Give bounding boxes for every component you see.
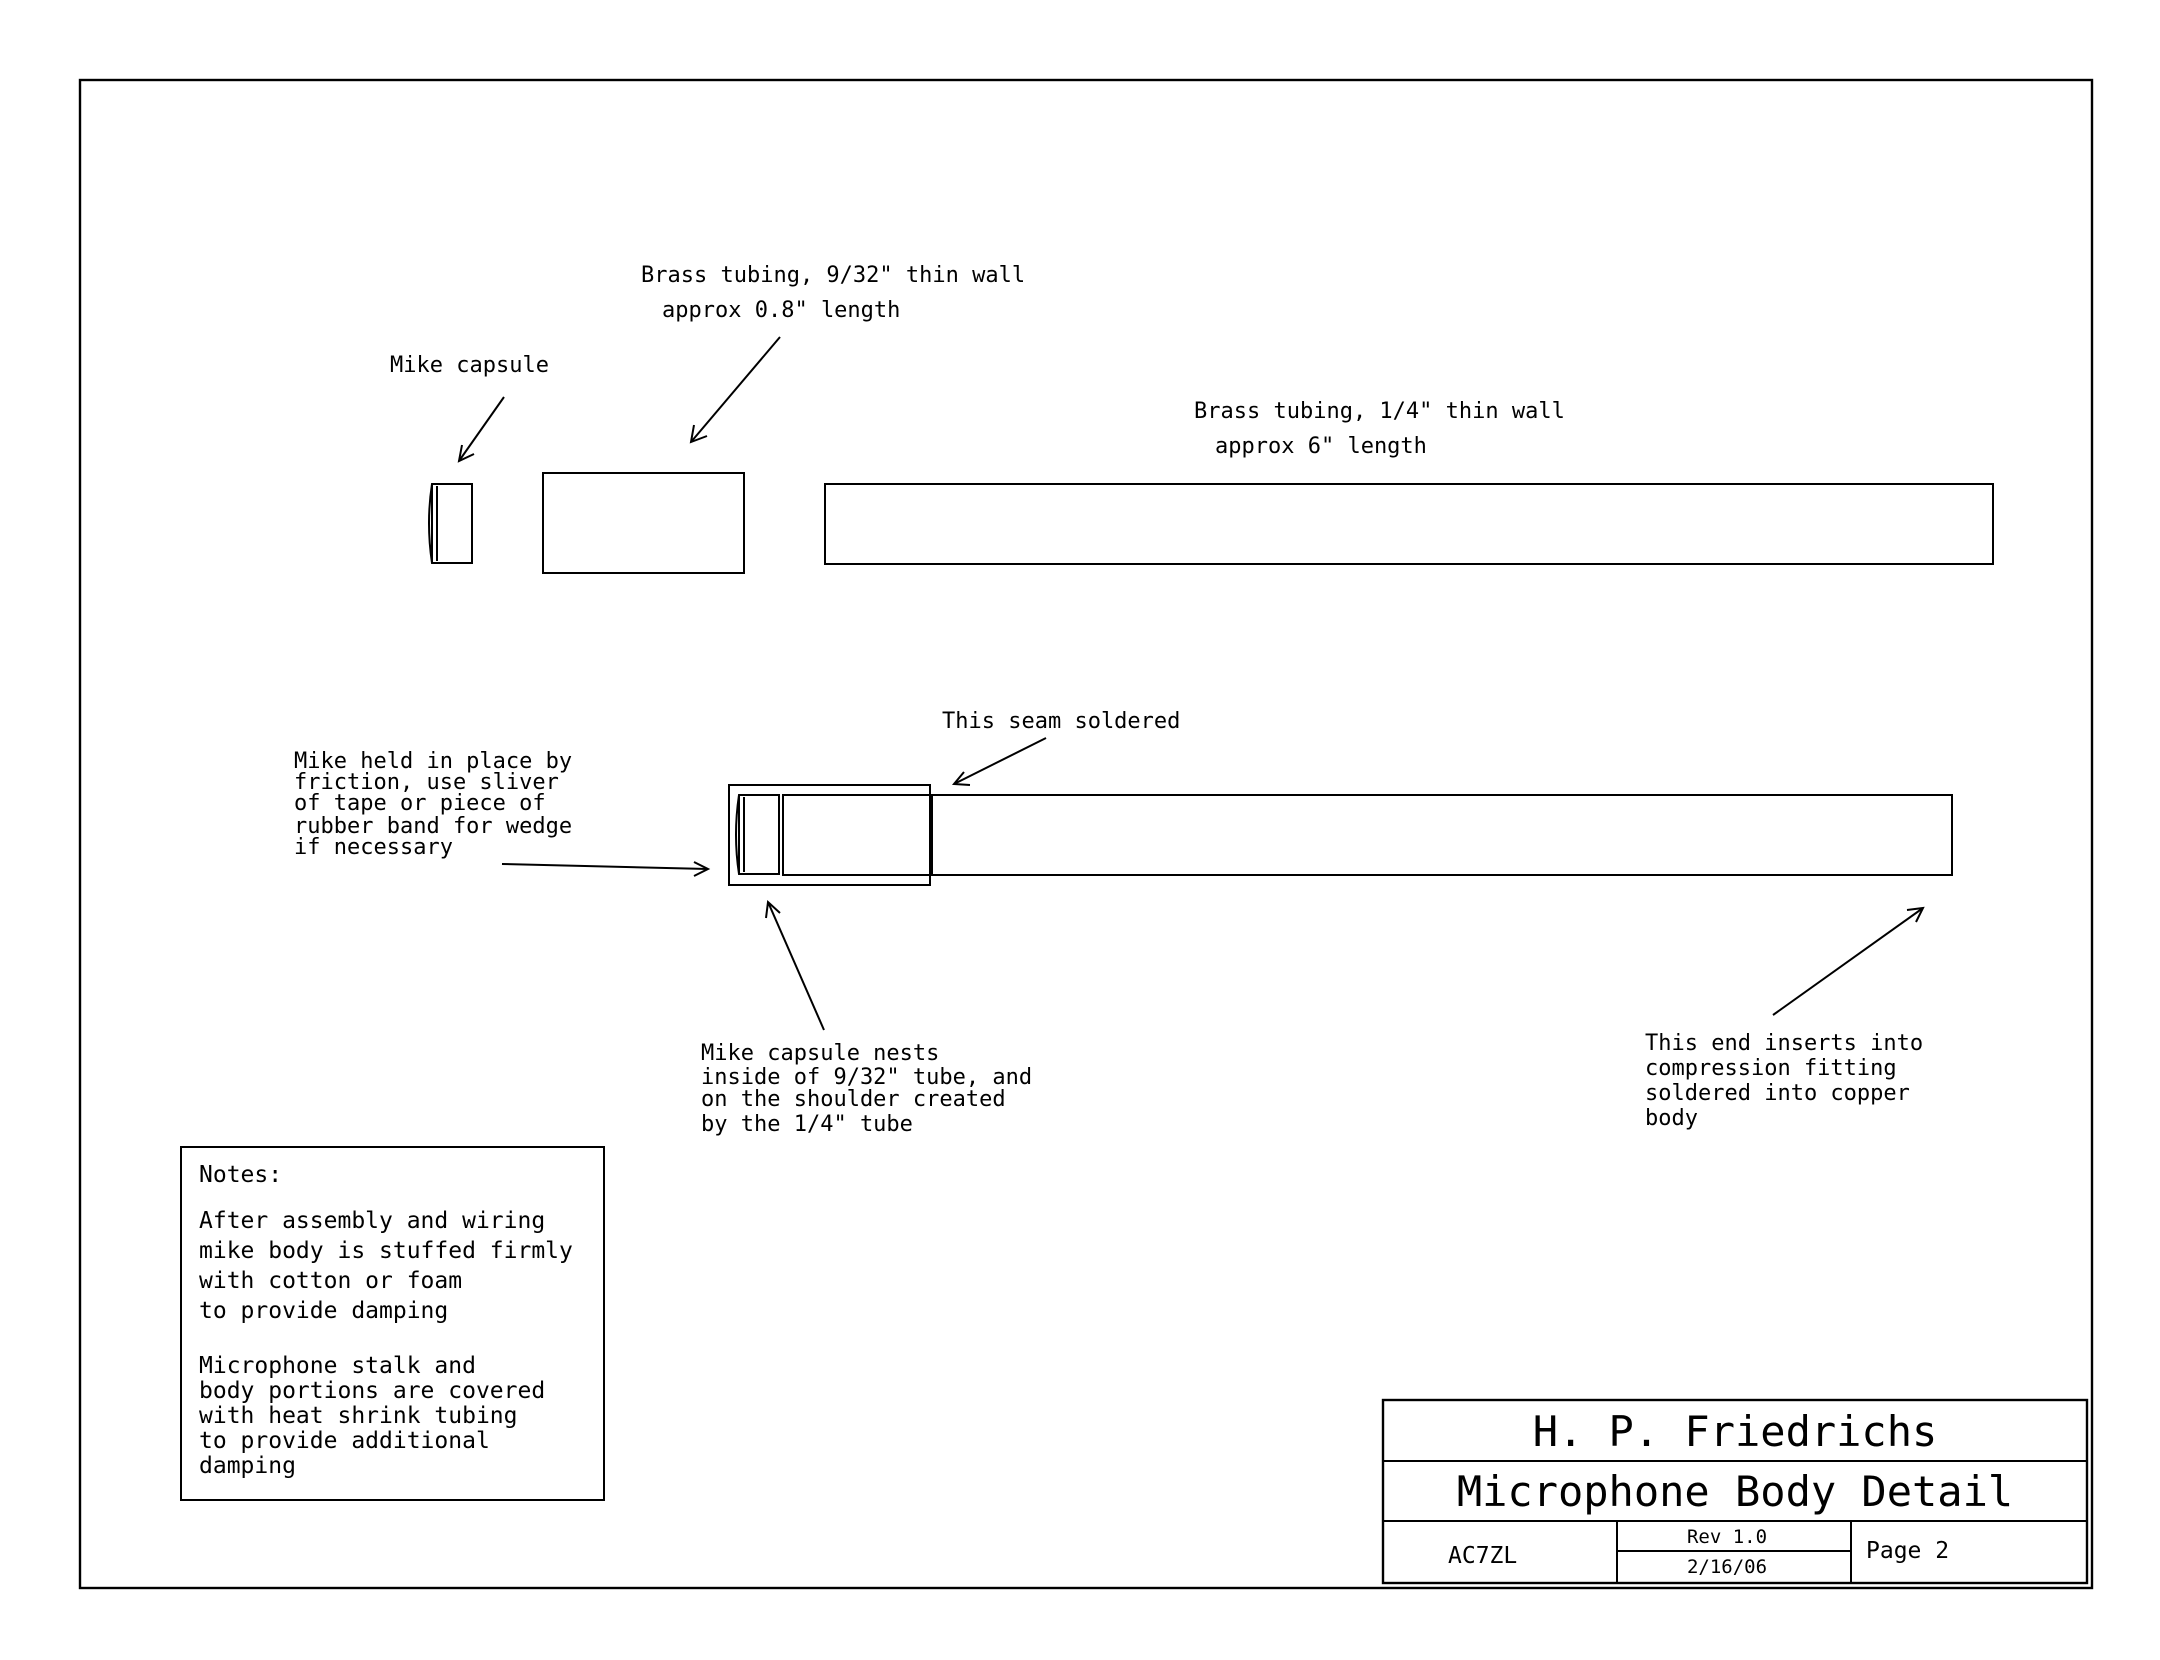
label-brass-932-line2: approx 0.8" length	[662, 298, 900, 323]
arrow-held	[501, 861, 711, 877]
svg-text:friction, use sliver: friction, use sliver	[294, 770, 559, 795]
assembled-capsule	[735, 794, 780, 875]
assembled-tube-932	[728, 784, 931, 886]
svg-text:with cotton or foam: with cotton or foam	[199, 1268, 462, 1294]
label-nests: Mike capsule nests inside of 9/32" tube,…	[701, 1041, 1032, 1137]
notes-box	[180, 1146, 605, 1501]
title-date: 2/16/06	[1687, 1556, 1767, 1578]
notes-heading: Notes:	[199, 1162, 282, 1188]
brass-tube-14-part	[824, 483, 1994, 565]
svg-text:with heat shrink tubing: with heat shrink tubing	[199, 1403, 518, 1429]
svg-text:if necessary: if necessary	[294, 835, 453, 860]
svg-text:compression fitting: compression fitting	[1645, 1056, 1897, 1081]
svg-text:This end inserts into: This end inserts into	[1645, 1031, 1923, 1056]
arrow-mike-capsule	[457, 396, 505, 463]
svg-text:After assembly and wiring: After assembly and wiring	[199, 1208, 545, 1234]
title-author: H. P. Friedrichs	[1533, 1407, 1938, 1456]
svg-text:by the 1/4" tube: by the 1/4" tube	[701, 1112, 913, 1137]
svg-text:of tape or piece of: of tape or piece of	[294, 791, 546, 816]
title-block: H. P. Friedrichs Microphone Body Detail …	[1381, 1398, 2089, 1585]
mike-capsule-part	[428, 483, 473, 564]
label-seam: This seam soldered	[942, 709, 1180, 734]
svg-text:Microphone stalk and: Microphone stalk and	[199, 1353, 476, 1379]
assembled-shoulder	[782, 794, 931, 876]
label-brass-14-line1: Brass tubing, 1/4" thin wall	[1194, 399, 1565, 424]
arrow-end	[1772, 906, 1925, 1016]
title-drawing: Microphone Body Detail	[1457, 1467, 2013, 1516]
label-brass-14-line2: approx 6" length	[1215, 434, 1427, 459]
svg-text:to provide damping: to provide damping	[199, 1298, 448, 1324]
title-page: Page 2	[1866, 1538, 1949, 1564]
svg-text:body portions are covered: body portions are covered	[199, 1378, 545, 1404]
sheet-border	[78, 78, 2094, 1590]
label-held: Mike held in place by friction, use sliv…	[294, 749, 572, 860]
brass-tube-932-part	[542, 472, 745, 574]
svg-text:soldered into copper: soldered into copper	[1645, 1081, 1910, 1106]
arrow-seam	[951, 737, 1047, 786]
notes-text: Notes: After assembly and wiring mike bo…	[199, 1162, 573, 1479]
assembled-tube-14	[931, 794, 1953, 876]
arrow-brass-932	[689, 336, 781, 444]
svg-text:body: body	[1645, 1106, 1698, 1131]
arrow-nests	[765, 899, 825, 1031]
svg-text:rubber band for wedge: rubber band for wedge	[294, 814, 572, 839]
svg-text:damping: damping	[199, 1453, 296, 1479]
title-callsign: AC7ZL	[1448, 1543, 1517, 1569]
svg-text:on the shoulder created: on the shoulder created	[701, 1087, 1006, 1112]
svg-text:Mike held in place by: Mike held in place by	[294, 749, 572, 774]
svg-text:to provide additional: to provide additional	[199, 1428, 490, 1454]
svg-text:inside of 9/32" tube, and: inside of 9/32" tube, and	[701, 1065, 1032, 1090]
label-brass-932-line1: Brass tubing, 9/32" thin wall	[641, 263, 1025, 288]
svg-text:mike body is stuffed firmly: mike body is stuffed firmly	[199, 1238, 573, 1264]
label-mike-capsule: Mike capsule	[390, 353, 549, 378]
title-rev: Rev 1.0	[1687, 1526, 1767, 1548]
label-end: This end inserts into compression fittin…	[1645, 1031, 1923, 1131]
svg-text:Mike capsule nests: Mike capsule nests	[701, 1041, 939, 1066]
